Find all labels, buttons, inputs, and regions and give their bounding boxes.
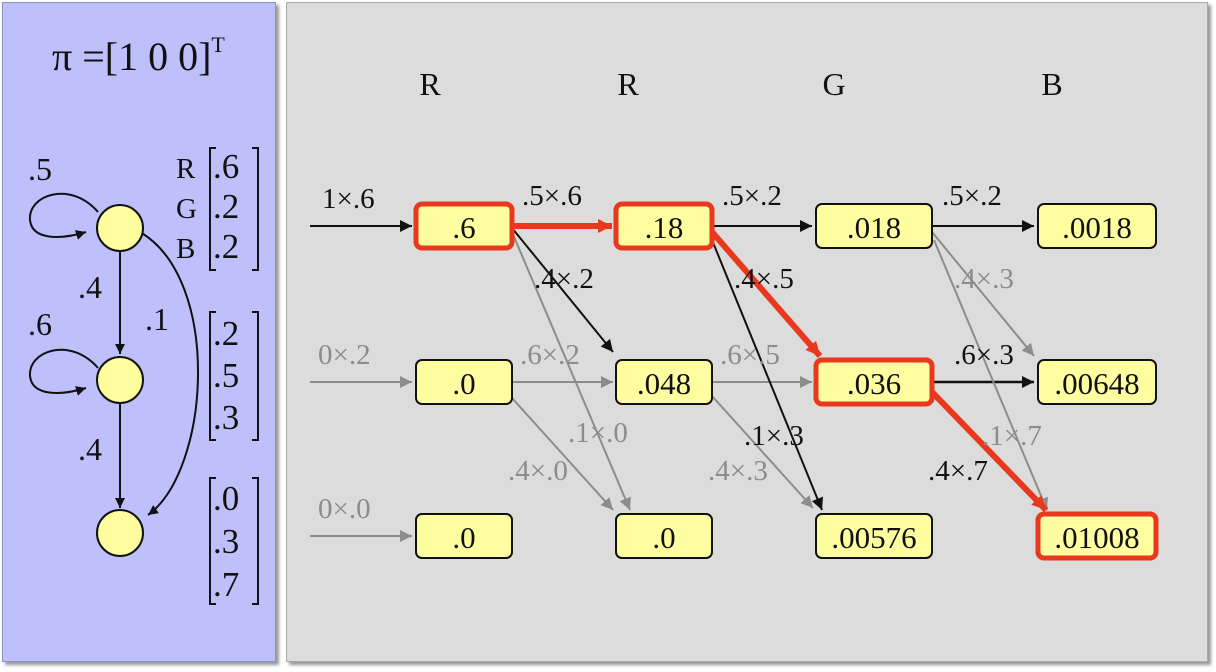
edge-label-c3-4: .1×.3	[744, 420, 804, 452]
edge-c2s2-c3s3	[711, 395, 814, 509]
emission-3-r: .0	[213, 479, 239, 518]
node-box-c2-s1	[613, 201, 715, 251]
edge-label-c3-3: .6×.5	[720, 339, 780, 371]
bracket-right-2	[252, 311, 259, 441]
emission-1-b: .2	[213, 227, 239, 266]
entry-label-1: 1×.6	[322, 183, 375, 215]
node-value-c4-s1: .0018	[1062, 210, 1132, 245]
label-s1-s3: .1	[145, 301, 169, 337]
svg-text:π =[1 0 0]T: π =[1 0 0]T	[52, 32, 225, 79]
observation-2: R	[617, 66, 639, 102]
self-loop-s2	[28, 348, 99, 396]
edge-c1s2-c2s3	[511, 397, 614, 511]
entry-arrows: 1×.6 0×.2 0×.0	[310, 183, 412, 542]
edge-label-c3-2: .4×.5	[734, 263, 794, 295]
entry-label-2: 0×.2	[318, 339, 371, 371]
edge-label-c2-4: .1×.0	[568, 417, 628, 449]
emission-2-b: .3	[213, 398, 239, 437]
transitions-col2-col3: .5×.2 .4×.5 .6×.5 .1×.3 .4×.3	[708, 180, 824, 511]
symbol-b: B	[176, 233, 195, 265]
observation-3: G	[822, 66, 845, 102]
state-graph: .5 .6 .4 .1 .4	[28, 151, 199, 557]
node-value-c3-s2: .036	[847, 366, 901, 401]
state-node-1	[96, 204, 144, 252]
node-value-c1-s3: .0	[452, 520, 475, 555]
emission-1-g: .2	[213, 187, 239, 226]
bracket-right-3	[252, 477, 259, 605]
label-s2-self: .6	[28, 306, 52, 342]
bracket-left-3	[209, 477, 216, 605]
initial-distribution: π =[1 0 0]T	[52, 32, 225, 79]
edge-label-c2-1: .5×.6	[522, 180, 582, 212]
node-box-c4-s3	[1035, 511, 1159, 561]
edge-label-c4-2: .4×.3	[954, 263, 1014, 295]
edge-label-c4-1: .5×.2	[942, 180, 1002, 212]
node-box-c2-s2	[615, 359, 713, 405]
edge-label-c4-5: .4×.7	[928, 455, 988, 487]
edge-label-c3-1: .5×.2	[722, 180, 782, 212]
node-value-c2-s3: .0	[652, 520, 675, 555]
node-box-c3-s1	[815, 203, 933, 249]
observation-headers: R R G B	[419, 66, 1062, 102]
bracket-left-2	[209, 311, 216, 441]
label-s2-s3: .4	[78, 431, 102, 467]
node-value-c1-s2: .0	[452, 366, 475, 401]
edge-c3s1-c4s3	[933, 239, 1048, 511]
node-box-c2-s3	[615, 513, 713, 559]
node-box-c4-s1	[1037, 203, 1157, 249]
emission-2-r: .2	[213, 314, 239, 353]
node-value-c2-s2: .048	[637, 366, 691, 401]
edge-label-c2-3: .6×.2	[520, 339, 580, 371]
entry-label-3: 0×.0	[318, 493, 371, 525]
initial-superscript: T	[211, 32, 225, 57]
edge-s1-s3	[139, 231, 199, 516]
hmm-model-panel	[2, 2, 276, 662]
label-s1-s2: .4	[78, 269, 102, 305]
node-box-c3-s2	[813, 357, 935, 407]
edge-c3s1-c4s2	[931, 231, 1035, 357]
node-value-c2-s1: .18	[645, 210, 684, 245]
node-value-c4-s2: .00648	[1054, 366, 1139, 401]
node-box-c1-s3	[415, 513, 513, 559]
emission-1-r: .6	[213, 147, 239, 186]
edge-c2s1-c3s3	[711, 239, 824, 511]
initial-formula: π =[1 0 0]	[52, 34, 211, 79]
node-value-c3-s3: .00576	[831, 520, 916, 555]
transitions-col1-col2: .5×.6 .4×.2 .6×.2 .1×.0 .4×.0	[508, 180, 631, 511]
self-loop-s1	[28, 192, 99, 240]
state-node-3	[96, 509, 144, 557]
emission-matrix: R G B .6 .2 .2 .2 .5 .3 .0 .3 .7	[176, 147, 259, 605]
bracket-right-1	[252, 147, 259, 271]
edge-c1s1-c2s3	[511, 231, 631, 511]
label-s1-self: .5	[28, 151, 52, 187]
observation-1: R	[419, 66, 441, 102]
node-value-c1-s1: .6	[452, 210, 475, 245]
best-path-edge-3	[929, 389, 1049, 513]
trellis-nodes: .6 .0 .0 .18 .048 .0 .018 .036 .00576 .0…	[413, 201, 1159, 561]
observation-4: B	[1041, 66, 1062, 102]
symbol-g: G	[176, 193, 197, 225]
edge-label-c2-2: .4×.2	[534, 263, 594, 295]
edge-label-c4-3: .6×.3	[954, 339, 1014, 371]
state-node-2	[96, 356, 144, 404]
symbol-r: R	[176, 153, 196, 185]
edge-c1s1-c2s2	[511, 227, 614, 353]
node-value-c3-s1: .018	[847, 210, 901, 245]
edge-label-c3-5: .4×.3	[708, 455, 768, 487]
emission-3-g: .3	[213, 522, 239, 561]
node-box-c3-s3	[815, 513, 933, 559]
emission-2-g: .5	[213, 356, 239, 395]
node-value-c4-s3: .01008	[1054, 520, 1139, 555]
bracket-left-1	[209, 147, 216, 271]
node-box-c4-s2	[1037, 359, 1157, 405]
emission-3-b: .7	[213, 565, 239, 604]
best-path-edge-2	[709, 230, 823, 358]
node-box-c1-s1	[413, 201, 515, 251]
transitions-col3-col4: .5×.2 .4×.3 .6×.3 .1×.7 .4×.7	[928, 180, 1049, 513]
node-box-c1-s2	[415, 359, 513, 405]
edge-label-c4-4: .1×.7	[982, 420, 1042, 452]
edge-label-c2-5: .4×.0	[508, 455, 568, 487]
